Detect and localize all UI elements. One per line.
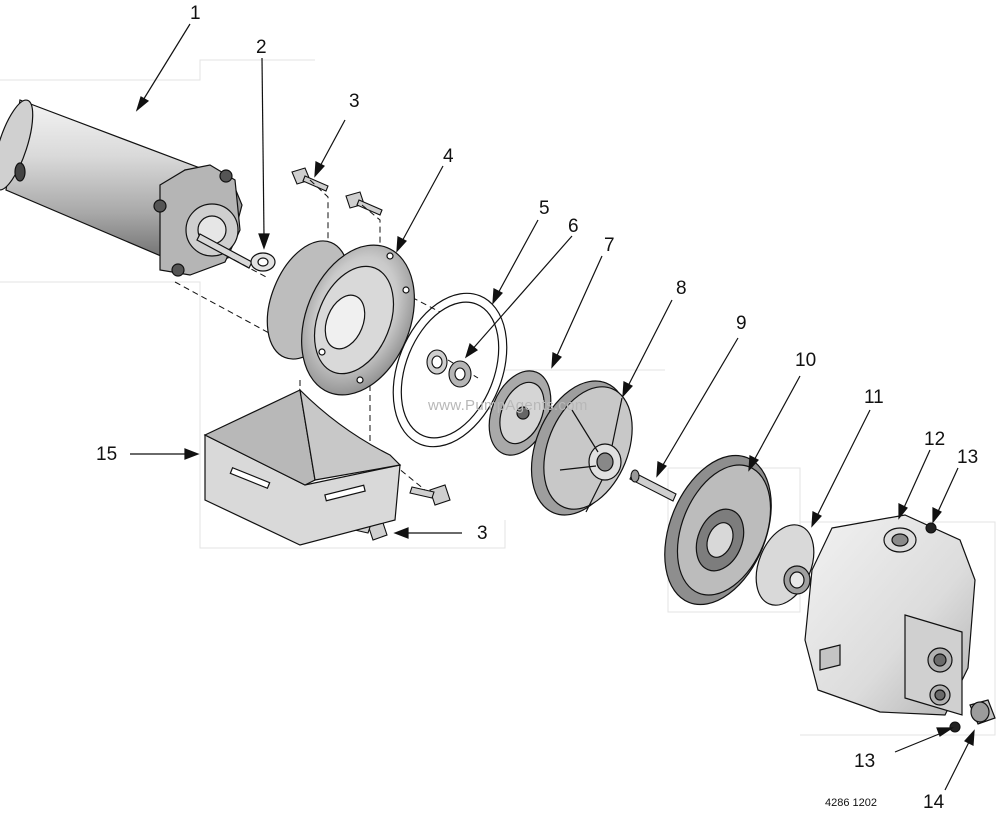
callout-3-top: 3 [349,91,360,112]
callout-1: 1 [190,3,201,24]
callout-6: 6 [568,216,579,237]
motor-part-1 [0,99,253,277]
shaft-part-9 [629,469,677,502]
callout-3-bottom: 3 [477,523,488,544]
drain-plug-part-14 [969,699,996,725]
adapter-plate-part-4 [266,240,415,396]
callout-8: 8 [676,278,687,299]
callout-9: 9 [736,313,747,334]
impeller-part-7 [488,370,552,456]
drawing-number: 4286 1202 [825,797,877,809]
volute-plate-part-10 [664,454,772,606]
watermark: www.PumpAgents.com [428,397,588,414]
wear-plate-part-11 [755,524,815,606]
callout-11: 11 [864,387,884,408]
callout-5: 5 [539,198,550,219]
callout-15: 15 [96,444,118,465]
callout-12: 12 [924,429,946,450]
leader-lines [130,23,975,791]
callout-2: 2 [256,37,267,58]
callout-13-top: 13 [957,447,979,468]
shaft-seal-part-6 [426,349,472,388]
callout-10: 10 [795,350,817,371]
callout-7: 7 [604,235,615,256]
callout-13-bottom: 13 [854,751,876,772]
washer-part-2 [250,252,276,272]
diffuser-part-8 [530,380,633,516]
callout-14: 14 [923,792,945,813]
base-bracket-part-15 [203,388,402,546]
plugs-part-13 [925,522,961,733]
pump-housing-part-12 [804,514,976,716]
gasket-part-5 [392,292,508,448]
callout-4: 4 [443,146,454,167]
